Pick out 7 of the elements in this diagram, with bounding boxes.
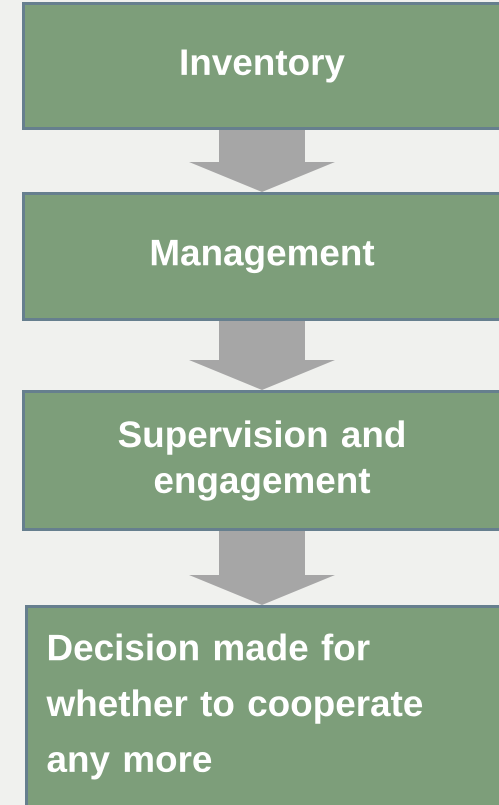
process-box: Supervision and engagement	[22, 390, 499, 531]
process-box: Inventory	[22, 2, 499, 130]
block-arrow	[189, 321, 335, 390]
block-arrow	[189, 531, 335, 605]
block-arrow	[189, 130, 335, 192]
process-box: Management	[22, 192, 499, 321]
process-box: Decision made for whether to cooperate any more	[25, 605, 499, 805]
